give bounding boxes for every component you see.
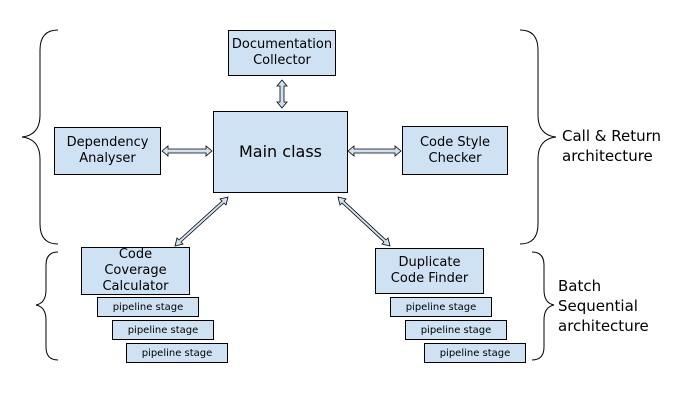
arrow-main-coverage [174,196,229,247]
call-return-architecture-label: Call & Return architecture [562,127,662,165]
duplicate-code-finder-label: Duplicate Code Finder [390,255,469,286]
pipeline-stage-left-2: pipeline stage [112,320,214,340]
dependency-analyser-label: Dependency Analyser [66,135,149,166]
arrow-main-duplicate [337,196,391,247]
pipeline-stage-right-2: pipeline stage [405,320,507,340]
pipeline-stage-right-1: pipeline stage [390,297,492,317]
pipeline-stage-left-3: pipeline stage [126,343,228,363]
duplicate-code-finder-box: Duplicate Code Finder [375,248,484,294]
dependency-analyser-box: Dependency Analyser [54,127,161,175]
pipeline-stage-label: pipeline stage [420,324,492,336]
documentation-collector-label: Documentation Collector [231,37,333,68]
code-style-checker-label: Code Style Checker [419,134,491,166]
pipeline-stage-label: pipeline stage [439,347,511,359]
pipeline-stage-label: pipeline stage [405,301,477,313]
main-class-label: Main class [239,142,322,161]
pipeline-stage-left-1: pipeline stage [97,297,199,317]
brace-right-batch [531,251,555,361]
arrow-main-codestyle [347,145,402,157]
pipeline-stage-right-3: pipeline stage [424,343,526,363]
code-coverage-calculator-label: Code Coverage Calculator [102,247,169,294]
main-class-box: Main class [213,111,348,193]
arrow-main-dependency [161,145,213,157]
arrow-main-documentation [276,79,288,109]
pipeline-stage-label: pipeline stage [141,347,213,359]
pipeline-stage-label: pipeline stage [112,301,184,313]
pipeline-stage-label: pipeline stage [127,324,199,336]
brace-right-call-return [519,29,557,245]
code-style-checker-box: Code Style Checker [402,126,508,175]
batch-sequential-architecture-label: Batch Sequential architecture [558,277,649,335]
brace-left-batch [35,251,59,361]
brace-left-call-return [21,29,59,245]
documentation-collector-box: Documentation Collector [228,30,336,76]
code-coverage-calculator-box: Code Coverage Calculator [81,247,190,295]
